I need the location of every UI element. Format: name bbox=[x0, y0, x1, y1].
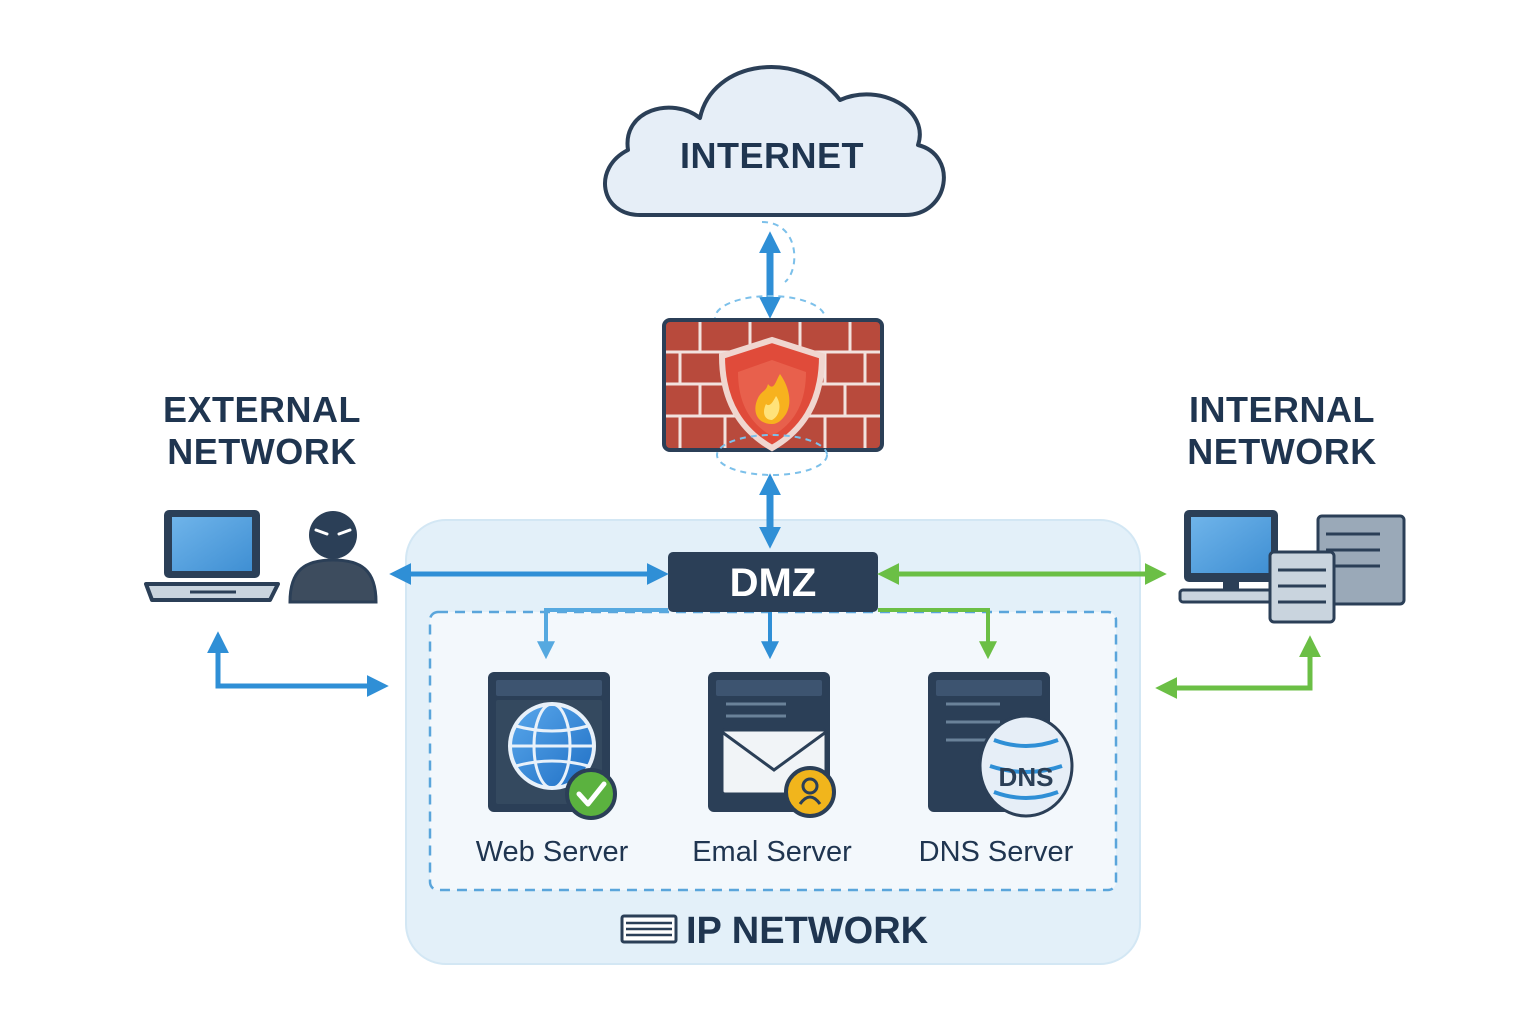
ip-network-caption: IP NETWORK bbox=[620, 910, 929, 952]
hooded-attacker-icon bbox=[288, 511, 378, 604]
external-network-line1: EXTERNAL bbox=[163, 389, 361, 430]
laptop-icon bbox=[144, 510, 280, 602]
web-server-label: Web Server bbox=[476, 836, 629, 868]
desktop-computer-icon bbox=[1178, 510, 1282, 604]
external-ip-network-arrow bbox=[207, 631, 389, 697]
dns-database-icon: DNS bbox=[978, 714, 1074, 818]
external-network-line2: NETWORK bbox=[167, 431, 356, 472]
dns-server-label: DNS Server bbox=[919, 836, 1074, 868]
checkmark-badge-icon bbox=[565, 768, 617, 820]
dmz-web-server-link bbox=[537, 608, 668, 660]
dns-server: DNS DNS Server bbox=[919, 672, 1074, 868]
email-server: Emal Server bbox=[692, 672, 852, 868]
internal-network-line1: INTERNAL bbox=[1189, 389, 1375, 430]
cloud-icon bbox=[603, 65, 946, 217]
dmz-box: DMZ bbox=[668, 552, 878, 612]
internal-network-line2: NETWORK bbox=[1187, 431, 1376, 472]
dmz-dns-server-link bbox=[878, 608, 997, 660]
dns-badge-text: DNS bbox=[999, 762, 1054, 792]
ip-network-label: IP NETWORK bbox=[686, 910, 929, 952]
web-server: Web Server bbox=[476, 672, 629, 868]
firewall bbox=[662, 318, 884, 452]
network-card-icon bbox=[620, 914, 678, 944]
internet-cloud: INTERNET bbox=[603, 65, 946, 217]
internet-label: INTERNET bbox=[680, 135, 864, 176]
email-server-label: Emal Server bbox=[692, 836, 852, 868]
globe-icon bbox=[508, 702, 596, 790]
server-stack-icon bbox=[1268, 514, 1406, 624]
firewall-shield-flame-icon bbox=[718, 336, 826, 452]
internal-ip-network-arrow bbox=[1155, 635, 1321, 699]
dmz-label: DMZ bbox=[730, 561, 817, 605]
external-network-heading: EXTERNAL NETWORK bbox=[163, 389, 361, 472]
internal-network-heading: INTERNAL NETWORK bbox=[1187, 389, 1376, 472]
firewall-dmz-link bbox=[716, 434, 828, 549]
user-badge-icon bbox=[784, 766, 836, 818]
